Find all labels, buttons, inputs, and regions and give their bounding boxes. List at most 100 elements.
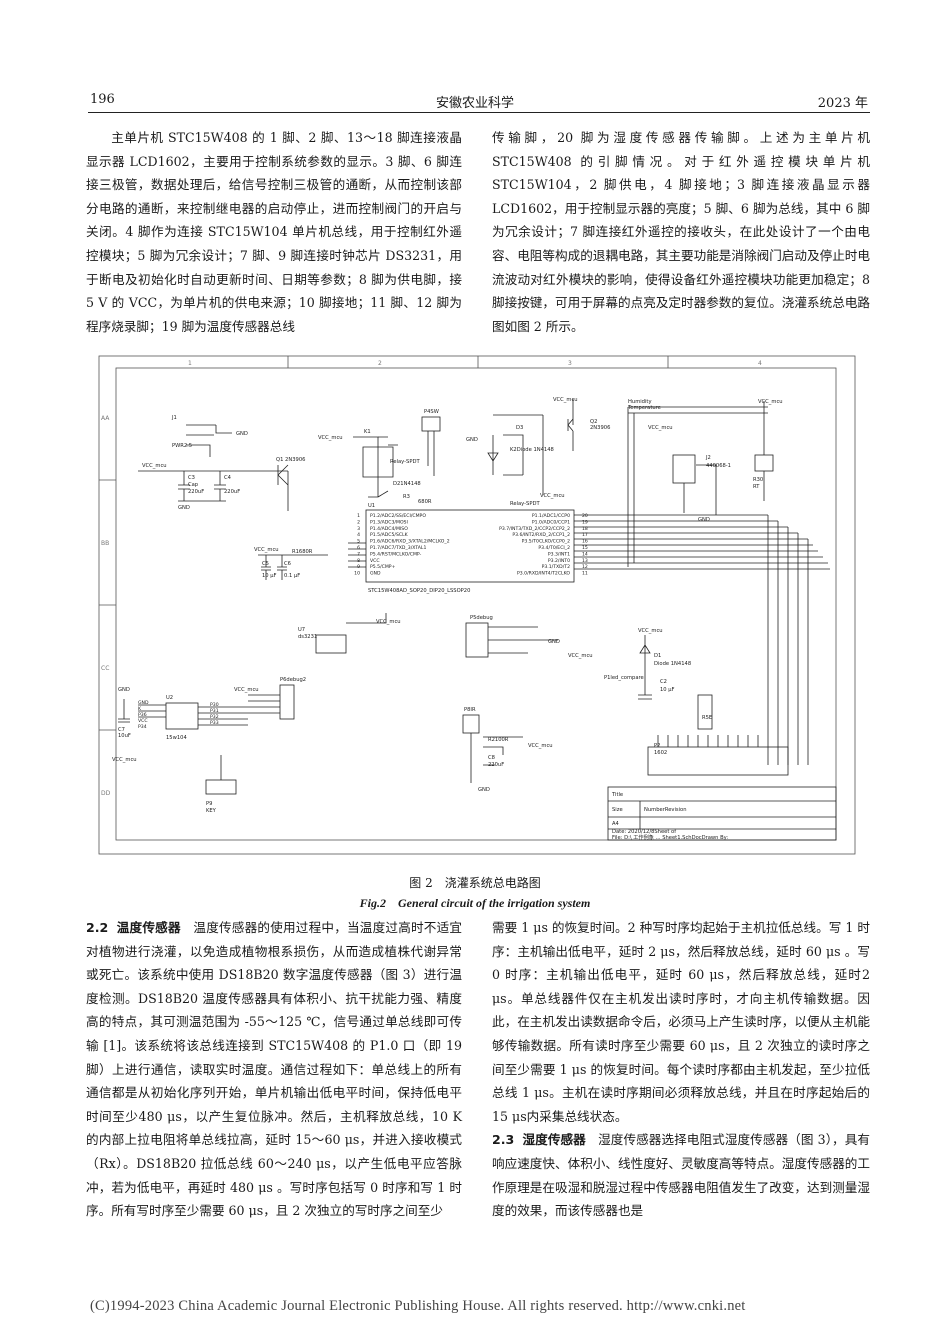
label-c7-value: 10uF bbox=[118, 733, 131, 739]
label-vcc: VCC_mcu bbox=[142, 463, 167, 469]
u1-pin-number: 19 bbox=[582, 519, 588, 525]
u1-pin-number: 7 bbox=[357, 551, 360, 557]
u1-pin-label: P5.5/CMP+ bbox=[370, 564, 396, 570]
label-u1: U1 bbox=[368, 503, 375, 509]
journal-year: 2023 年 bbox=[817, 96, 868, 111]
u1-pin-label: P1.4/ADC4/MISO bbox=[370, 526, 408, 532]
u1-pin-number: 2 bbox=[357, 519, 360, 525]
column-number: 2 bbox=[378, 360, 382, 367]
label-vcc: VCC_mcu bbox=[553, 397, 578, 403]
u2-pin-label: P30 bbox=[210, 702, 219, 708]
label-c6: C6 bbox=[284, 561, 291, 567]
u1-pin-number: 13 bbox=[582, 558, 588, 564]
label-u1-part: STC15W408AD_SOP20_DIP20_LSSOP20 bbox=[368, 588, 470, 594]
label-q2-type: 2N3906 bbox=[590, 425, 610, 431]
label-relay: Relay-SPDT bbox=[510, 501, 540, 507]
u1-pin-label: P3.6/INT2/RXD_2/CCP1_2 bbox=[512, 532, 570, 538]
label-c2: C2 bbox=[660, 679, 667, 685]
label-vcc: VCC_mcu bbox=[318, 435, 343, 441]
label-gnd: GND bbox=[118, 687, 130, 693]
column-number: 3 bbox=[568, 360, 572, 367]
label-c2-value: 10 μF bbox=[660, 687, 675, 693]
label-file: File: D:\ 工作例象 ... Sheet1.SchDocDrawn By… bbox=[612, 833, 728, 841]
header-rule bbox=[88, 112, 870, 113]
u1-pin-number: 5 bbox=[357, 539, 360, 545]
u2-pin-label: P31 bbox=[210, 708, 219, 714]
left-top-column: 主单片机 STC15W408 的 1 脚、2 脚、13～18 脚连接液晶显示器 … bbox=[86, 126, 462, 338]
u1-pin-label: P1.5/ADC5/SCLK bbox=[370, 532, 409, 538]
u2-pin-label: K bbox=[138, 706, 142, 712]
u1-pin-label: P1.2/ADC2/SS/ECI/CMPO bbox=[370, 513, 426, 519]
section-number: 2.2 bbox=[86, 920, 109, 935]
label-vcc: VCC_mcu bbox=[234, 687, 259, 693]
u2-pin-label: GND bbox=[138, 700, 149, 706]
label-c5-value: 10 μF bbox=[262, 573, 277, 579]
label-q1: Q1 2N3906 bbox=[276, 457, 305, 463]
label-vcc: VCC_mcu bbox=[638, 628, 663, 634]
u1-pin-label: P1.1/ADC1/CCP0 bbox=[532, 513, 570, 519]
section-title: 湿度传感器 bbox=[522, 1132, 586, 1148]
label-r16: R1680R bbox=[292, 549, 313, 555]
label-d1-part: Diode 1N4148 bbox=[654, 661, 691, 667]
label-gnd: GND bbox=[466, 437, 478, 443]
u1-pin-number: 10 bbox=[354, 571, 360, 577]
u1-pin-label: P3.4/T0/ECI_2 bbox=[538, 545, 570, 551]
label-q2: Q2 bbox=[590, 419, 597, 425]
section-2-2: 2.2 温度传感器 温度传感器的使用过程中，当温度过高时不适宜对植物进行浇灌，以… bbox=[86, 916, 462, 1223]
label-j1: J1 bbox=[171, 415, 177, 421]
section-number: 2.3 bbox=[492, 1132, 515, 1148]
label-vcc: VCC_mcu bbox=[528, 743, 553, 749]
label-p9: P9 bbox=[206, 801, 212, 807]
journal-name: 安徽农业科学 bbox=[435, 96, 514, 111]
label-vcc: VCC_mcu bbox=[112, 757, 137, 763]
label-vcc: VCC_mcu bbox=[648, 425, 673, 431]
label-relay: Relay-SPDT bbox=[390, 459, 420, 465]
u1-pin-number: 4 bbox=[357, 532, 360, 538]
label-c7: C7 bbox=[118, 727, 125, 733]
u1-pin-number: 9 bbox=[357, 564, 360, 570]
paragraph: 传输脚，20 脚为湿度传感器传输脚。上述为主单片机 STC15W408 的引脚情… bbox=[492, 130, 870, 334]
inner-frame bbox=[115, 367, 837, 841]
label-u7: U7 bbox=[298, 627, 305, 633]
label-c5: C5 bbox=[262, 561, 269, 567]
circuit-diagram: 1 2 3 4 AA BB CC DD bbox=[98, 355, 856, 855]
u1-pin-label: P3.0/RXD/INT4/T2CLKO bbox=[517, 571, 570, 577]
label-vcc: VCC_mcu bbox=[568, 653, 593, 659]
label-key: KEY bbox=[206, 808, 217, 814]
u1-pin-number: 8 bbox=[357, 558, 360, 564]
label-title: Title bbox=[611, 792, 623, 798]
label-vcc: VCC_mcu bbox=[758, 399, 783, 405]
label-gnd: GND bbox=[236, 431, 248, 437]
u1-pin-label: P3.7/INT3/TXD_2/CCP2/CCP2_2 bbox=[499, 526, 570, 532]
label-k1: K1 bbox=[364, 429, 371, 435]
u2-pin-label: P32 bbox=[210, 714, 219, 720]
label-c6-value: 0.1 μF bbox=[284, 573, 300, 579]
u1-pin-number: 11 bbox=[582, 571, 588, 577]
u1-pin-number: 1 bbox=[357, 513, 360, 519]
column-number: 1 bbox=[188, 360, 192, 367]
label-c8-value: 220uF bbox=[488, 762, 504, 768]
paragraph: 主单片机 STC15W408 的 1 脚、2 脚、13～18 脚连接液晶显示器 … bbox=[86, 130, 462, 334]
label-c8: C8 bbox=[488, 755, 495, 761]
label-date: Date: 2020/12/8Sheet of bbox=[612, 829, 676, 835]
label-vcc: VCC_mcu bbox=[254, 547, 279, 553]
label-k2: K2Diode 1N4148 bbox=[510, 447, 554, 453]
u1-pin-number: 18 bbox=[582, 526, 588, 532]
section-title: 温度传感器 bbox=[116, 920, 181, 935]
u1-pin-label: VCC bbox=[370, 558, 380, 564]
label-p2: P2 bbox=[654, 743, 660, 749]
label-r2: R2100R bbox=[488, 737, 509, 743]
column-number: 4 bbox=[758, 360, 762, 367]
label-r3-value: 680R bbox=[418, 499, 432, 505]
u1-pin-number: 17 bbox=[582, 532, 588, 538]
label-d21: D21N4148 bbox=[393, 481, 421, 487]
u1-pin-number: 16 bbox=[582, 539, 588, 545]
label-humidity: Humidity bbox=[628, 399, 652, 405]
row-letter: CC bbox=[101, 665, 109, 672]
label-r5e: R5E bbox=[702, 715, 712, 721]
u1-pin-number: 15 bbox=[582, 545, 588, 551]
copyright-footer: (C)1994-2023 China Academic Journal Elec… bbox=[90, 1298, 746, 1314]
row-letter: BB bbox=[101, 540, 109, 547]
label-vcc: VCC_mcu bbox=[376, 619, 401, 625]
outer-frame bbox=[98, 355, 856, 855]
